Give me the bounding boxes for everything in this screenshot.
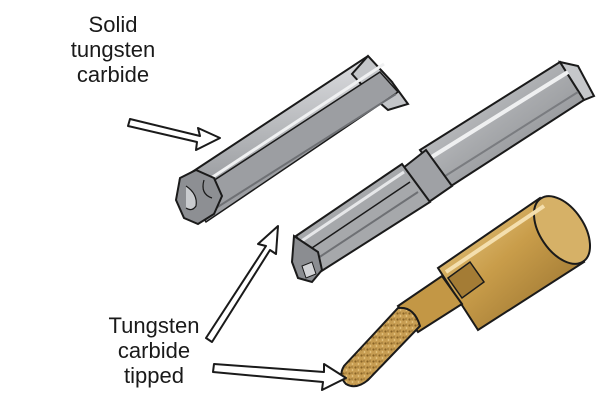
carbide-tipped-router-bit-icon	[290, 60, 596, 284]
label-tungsten-carbide-tipped: Tungsten carbide tipped	[92, 313, 216, 388]
label-line: carbide	[76, 62, 150, 87]
carbide-burr-icon	[340, 195, 592, 388]
label-line: tipped	[124, 363, 184, 388]
outline-arrow-icon	[127, 118, 221, 151]
label-line: tungsten	[70, 37, 156, 62]
label-line: Tungsten	[108, 313, 200, 338]
label-line: Solid	[88, 12, 138, 37]
label-solid-tungsten-carbide: Solid tungsten carbide	[58, 12, 168, 87]
outline-arrow-icon	[205, 225, 279, 343]
solid-carbide-bit-icon	[174, 54, 410, 226]
outline-arrow-icon	[212, 363, 347, 391]
label-line: carbide	[117, 338, 191, 363]
